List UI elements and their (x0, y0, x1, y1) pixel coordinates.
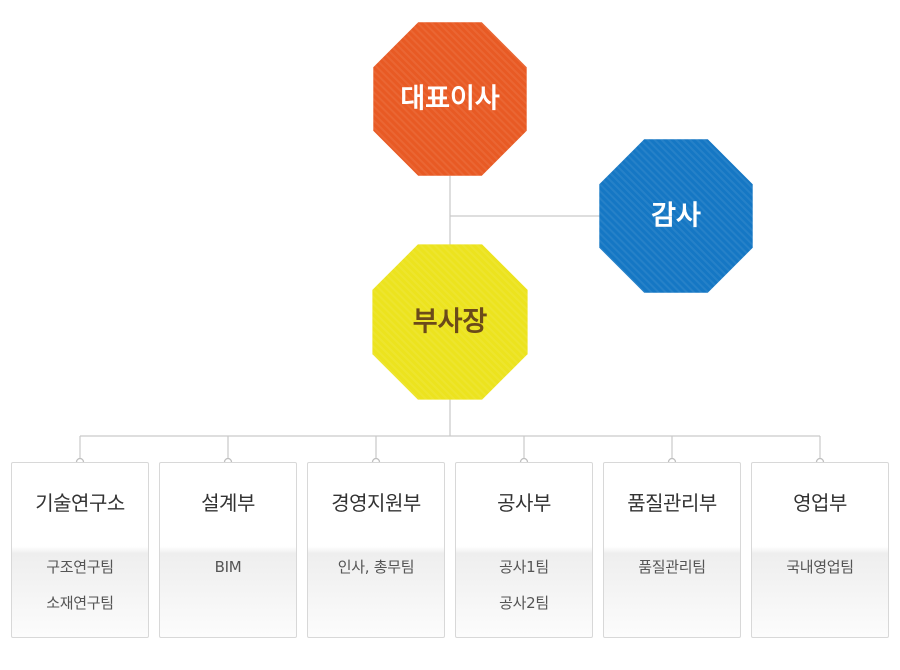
department-card: 경영지원부 인사, 총무팀 (307, 462, 445, 638)
auditor-label: 감사 (651, 201, 701, 232)
department-title: 품질관리부 (627, 491, 717, 515)
team-list: 품질관리팀 (604, 549, 740, 585)
team-item: 공사2팀 (499, 594, 549, 612)
team-list: 국내영업팀 (752, 549, 888, 585)
department-card: 품질관리부 품질관리팀 (603, 462, 741, 638)
team-list: 인사, 총무팀 (308, 549, 444, 585)
department-card: 설계부 BIM (159, 462, 297, 638)
team-item: 구조연구팀 (46, 558, 114, 576)
department-title: 설계부 (201, 491, 255, 515)
team-list: BIM (160, 549, 296, 585)
ceo-octagon-texture (373, 22, 527, 176)
department-card: 기술연구소 구조연구팀 소재연구팀 (11, 462, 149, 638)
auditor-octagon-texture (599, 139, 753, 293)
department-title: 공사부 (497, 491, 551, 515)
team-item: 소재연구팀 (46, 594, 114, 612)
team-list: 구조연구팀 소재연구팀 (12, 549, 148, 621)
department-card: 영업부 국내영업팀 (751, 462, 889, 638)
team-item: 품질관리팀 (638, 558, 706, 576)
ceo-label: 대표이사 (400, 84, 500, 115)
team-item: BIM (214, 558, 242, 576)
department-card: 공사부 공사1팀 공사2팀 (455, 462, 593, 638)
team-list: 공사1팀 공사2팀 (456, 549, 592, 621)
team-item: 국내영업팀 (786, 558, 854, 576)
node-auditor: 감사 (599, 139, 753, 293)
team-item: 인사, 총무팀 (337, 558, 415, 576)
team-item: 공사1팀 (499, 558, 549, 576)
department-title: 영업부 (793, 491, 847, 515)
node-ceo: 대표이사 (373, 22, 527, 176)
department-title: 기술연구소 (35, 491, 125, 515)
vice-president-octagon-texture (372, 244, 528, 400)
department-title: 경영지원부 (331, 491, 421, 515)
node-vice-president: 부사장 (372, 244, 528, 400)
vice-president-label: 부사장 (413, 307, 488, 338)
